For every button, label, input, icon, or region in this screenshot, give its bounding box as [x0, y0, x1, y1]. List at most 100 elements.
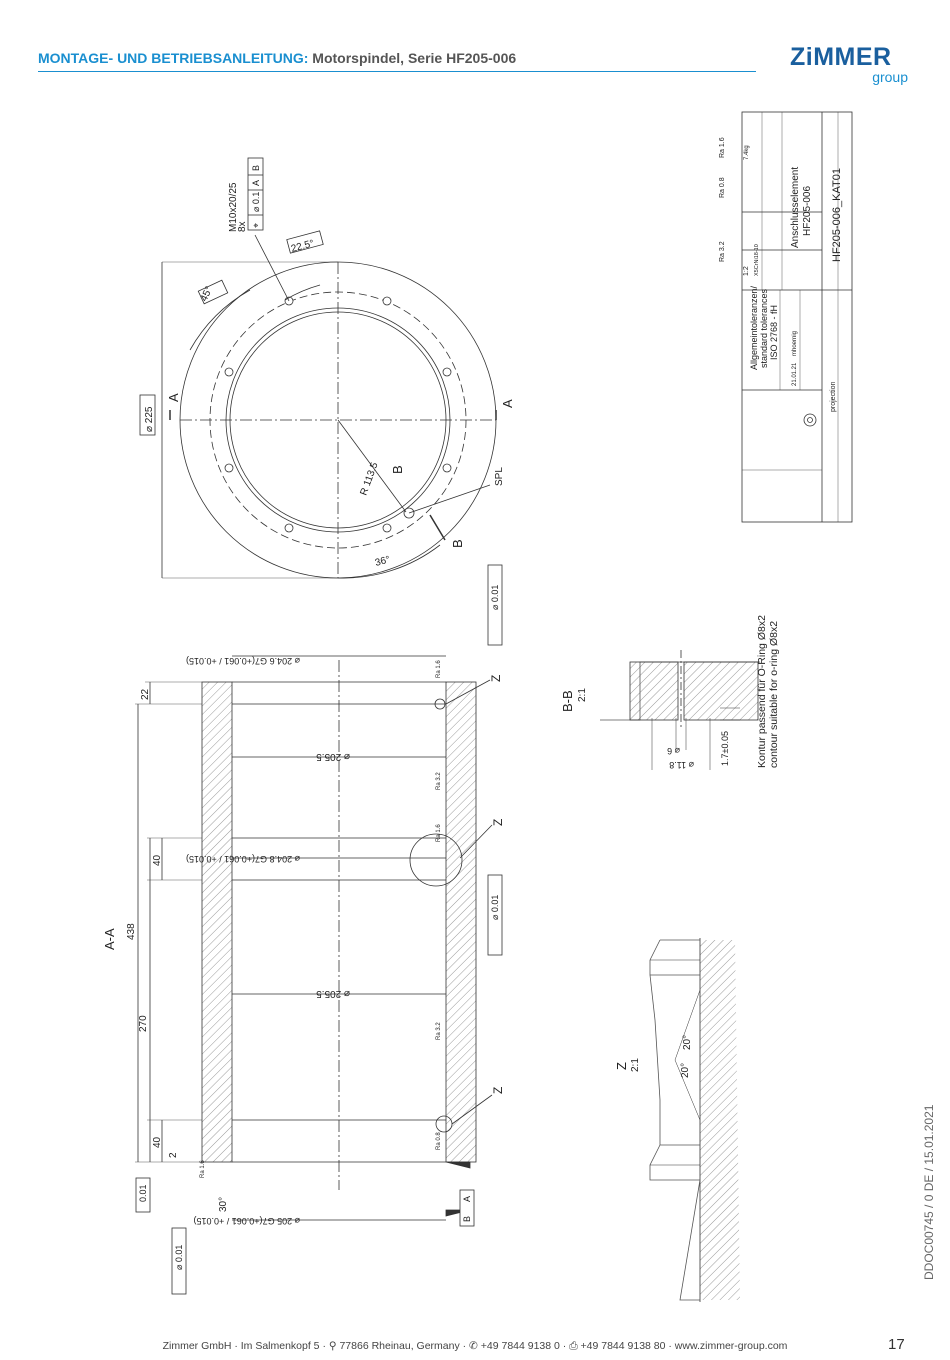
radius-line — [337, 419, 407, 513]
detail-bb-d118: ⌀ 11.8 — [669, 760, 694, 770]
tb-ra-3-2: Ra 3.2 — [719, 241, 726, 262]
detail-bb-d6: ⌀ 6 — [667, 746, 680, 756]
tb-drawn: mhoernig — [792, 331, 798, 356]
tb-general-tol-en: standard tolerances — [759, 288, 769, 368]
dia-204-8: ⌀ 204.8 G7(+0.061 / +0.015) — [186, 854, 300, 864]
ra-0-8: Ra 0.8 — [436, 1132, 442, 1150]
z-label-2: Z — [491, 819, 505, 826]
ra-1-6-a: Ra 1.6 — [436, 660, 442, 678]
perpendicularity-value: ⌀ 0.01 — [174, 1245, 184, 1270]
tb-part-name: HF205-006 — [802, 186, 813, 236]
dim-40-bottom: 40 — [152, 1136, 163, 1148]
dia-225-label: ⌀ 225 — [144, 406, 155, 432]
tb-ra-0-8: Ra 0.8 — [719, 177, 726, 198]
dia-205-5-bottom: ⌀ 205.5 — [316, 988, 350, 999]
position-fcf — [247, 157, 264, 231]
title-block-frame — [741, 111, 853, 523]
position-symbol: ⌖ — [251, 223, 261, 228]
tb-scale: 1:2 — [743, 266, 750, 276]
company-logo: ZiMMER group — [790, 44, 910, 88]
spl-leader — [408, 484, 491, 514]
tb-material: X5CrNi18-10 — [754, 244, 760, 276]
detail-bb: B-B 2:1 ⌀ 6 ⌀ 11.8 1.7±0.05 Kontur passe… — [560, 615, 780, 770]
tb-projection: projection — [830, 382, 837, 412]
detail-z-title: Z — [614, 1062, 629, 1070]
wall-right — [445, 681, 477, 1163]
detail-z-scale: 2:1 — [630, 1058, 641, 1072]
chamfer-30: 30° — [218, 1197, 229, 1212]
section-a-left: A — [166, 393, 181, 402]
tb-general-tol-de: Allgemeintoleranzen/ — [749, 285, 759, 370]
angle-arc-36 — [337, 544, 441, 579]
detail-bb-note-de: Kontur passend für O-Ring Ø8x2 — [756, 615, 768, 768]
concentricity-fcf-2 — [487, 874, 503, 956]
footer-address: Zimmer GmbH · Im Salmenkopf 5 · ⚲ 77866 … — [162, 1340, 788, 1352]
dia-205-5-top: ⌀ 205.5 — [316, 751, 350, 762]
flatness-value: 0.01 — [138, 1184, 148, 1202]
logo-wordmark: ZiMMER — [790, 43, 892, 71]
datum-a-label: A — [251, 180, 261, 186]
header-title-prefix: MONTAGE- UND BETRIEBSANLEITUNG: — [38, 50, 309, 66]
detail-bb-title: B-B — [560, 690, 575, 712]
ra-3-2-b: Ra 3.2 — [436, 1022, 442, 1040]
bolt-hole — [224, 367, 234, 377]
z-label-3: Z — [491, 1087, 505, 1094]
ra-1-6-b: Ra 1.6 — [436, 824, 442, 842]
spl-label: SPL — [494, 467, 505, 486]
section-b-bottom: B — [450, 539, 465, 548]
bolt-hole — [284, 523, 294, 533]
tb-date: 21.01.21 — [792, 362, 798, 386]
detail-z-circle — [409, 833, 463, 887]
concentricity-value-1: ⌀ 0.01 — [490, 585, 500, 610]
header-title: MONTAGE- UND BETRIEBSANLEITUNG: Motorspi… — [38, 50, 516, 66]
detail-bb-note-en: contour suitable for o-ring Ø8x2 — [768, 621, 780, 768]
position-value: ⌀ 0.1 — [251, 192, 261, 212]
flatness-fcf — [135, 1177, 151, 1213]
perpendicularity-fcf — [171, 1227, 187, 1295]
title-block: Ra 3.2 Ra 0.8 Ra 1.6 Allgemeintoleranzen… — [719, 111, 853, 523]
detail-z-angle-a: 20° — [682, 1035, 693, 1050]
dia-box-225 — [139, 394, 156, 436]
section-aa-title: A-A — [102, 928, 117, 950]
header-title-suffix: Motorspindel, Serie HF205-006 — [312, 50, 517, 66]
detail-z-circle-3 — [434, 698, 446, 710]
section-aa: A-A 438 270 40 40 22 2 ⌀ 204.6 G7(+0.061… — [102, 564, 505, 1295]
angle-box-22 — [286, 230, 324, 254]
detail-z-angle-b: 20° — [680, 1063, 691, 1078]
page-number: 17 — [888, 1336, 905, 1353]
bolt-hole — [224, 463, 234, 473]
projection-symbol — [803, 413, 817, 427]
datum-b: B — [462, 1216, 472, 1222]
angle-36-label: 36° — [374, 554, 391, 569]
thread-label: M10x20/25 — [228, 182, 239, 232]
tb-iso: ISO 2768 - fH — [769, 305, 779, 360]
bolt-hole — [382, 523, 392, 533]
tb-part-name-de: Anschlusselement — [790, 167, 801, 248]
angle-box-45 — [197, 279, 229, 305]
section-b-top: B — [390, 465, 405, 474]
wall-left — [201, 681, 233, 1163]
dia-205: ⌀ 205 G7(+0.061 / +0.015) — [194, 1216, 301, 1226]
dim-2: 2 — [168, 1152, 179, 1158]
angle-arc-45 — [189, 289, 251, 351]
logo-group: group — [872, 69, 908, 85]
detail-bb-scale: 2:1 — [577, 688, 588, 702]
technical-drawing: M10x20/25 8x ⌖ ⌀ 0.1 A B 22.5° 45° 36° ⌀… — [102, 111, 853, 1302]
datum-box-ab — [459, 1189, 475, 1227]
dim-22: 22 — [140, 688, 151, 700]
dia-204-6: ⌀ 204.6 G7(+0.061 / +0.015) — [186, 656, 300, 666]
detail-z: Z 2:1 20° 20° — [614, 938, 740, 1302]
thread-leader — [254, 234, 290, 302]
radius-label: R 113.5 — [358, 461, 380, 497]
concentricity-fcf-1 — [487, 564, 503, 646]
z-label-1: Z — [489, 675, 503, 682]
section-a-right: A — [500, 399, 515, 408]
dim-270: 270 — [138, 1015, 149, 1032]
header-rule — [38, 71, 756, 72]
ra-3-2-a: Ra 3.2 — [436, 772, 442, 790]
bolt-hole — [442, 367, 452, 377]
ra-1-6-c: Ra 1.6 — [200, 1160, 206, 1178]
datum-a: A — [462, 1196, 472, 1202]
top-view: M10x20/25 8x ⌖ ⌀ 0.1 A B 22.5° 45° 36° ⌀… — [139, 157, 515, 579]
tb-drawing-no: HF205-006_KAT01 — [831, 168, 843, 262]
